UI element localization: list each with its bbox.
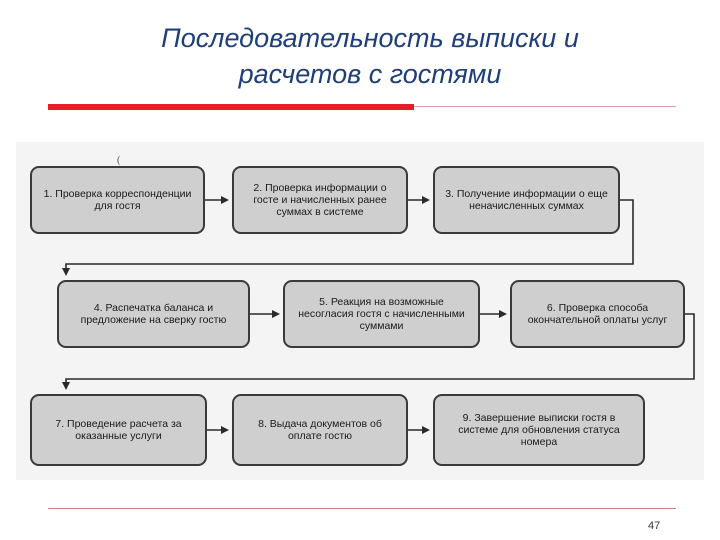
step-3-box: 3. Получение информации о еще неначислен…	[433, 166, 620, 234]
slide-title: Последовательность выписки и расчетов с …	[60, 20, 680, 92]
title-accent-bar	[48, 104, 414, 110]
step-3-label: 3. Получение информации о еще неначислен…	[445, 188, 608, 212]
stray-mark: (	[117, 155, 121, 166]
step-1-label: 1. Проверка корреспонденции для гостя	[43, 188, 192, 212]
step-6-label: 6. Проверка способа окончательной оплаты…	[527, 302, 668, 326]
step-5-label: 5. Реакция на возможные несогласия гостя…	[298, 296, 465, 332]
step-6-box: 6. Проверка способа окончательной оплаты…	[510, 280, 685, 348]
step-8-label: 8. Выдача документов об оплате гостю	[258, 418, 382, 442]
step-2-box: 2. Проверка информации о госте и начисле…	[232, 166, 408, 234]
arrow-6-to-7	[62, 313, 695, 390]
step-7-box: 7. Проведение расчета за оказанные услуг…	[30, 394, 207, 466]
step-9-label: 9. Завершение выписки гостя в системе дл…	[458, 412, 620, 448]
slide-title-line-1: Последовательность выписки и	[161, 23, 579, 53]
page-number: 47	[648, 520, 661, 532]
step-4-box: 4. Распечатка баланса и предложение на с…	[57, 280, 250, 348]
step-2-label: 2. Проверка информации о госте и начисле…	[253, 182, 387, 218]
step-8-box: 8. Выдача документов об оплате гостю	[232, 394, 408, 466]
step-9-box: 9. Завершение выписки гостя в системе дл…	[433, 394, 645, 466]
arrow-3-to-4	[62, 199, 634, 276]
title-underline	[414, 106, 676, 107]
footer-rule	[48, 508, 676, 509]
step-1-box: 1. Проверка корреспонденции для гостя	[30, 166, 205, 234]
step-4-label: 4. Распечатка баланса и предложение на с…	[80, 302, 227, 326]
step-7-label: 7. Проведение расчета за оказанные услуг…	[55, 418, 182, 442]
step-5-box: 5. Реакция на возможные несогласия гостя…	[283, 280, 480, 348]
slide-title-line-2: расчетов с гостями	[238, 59, 502, 89]
